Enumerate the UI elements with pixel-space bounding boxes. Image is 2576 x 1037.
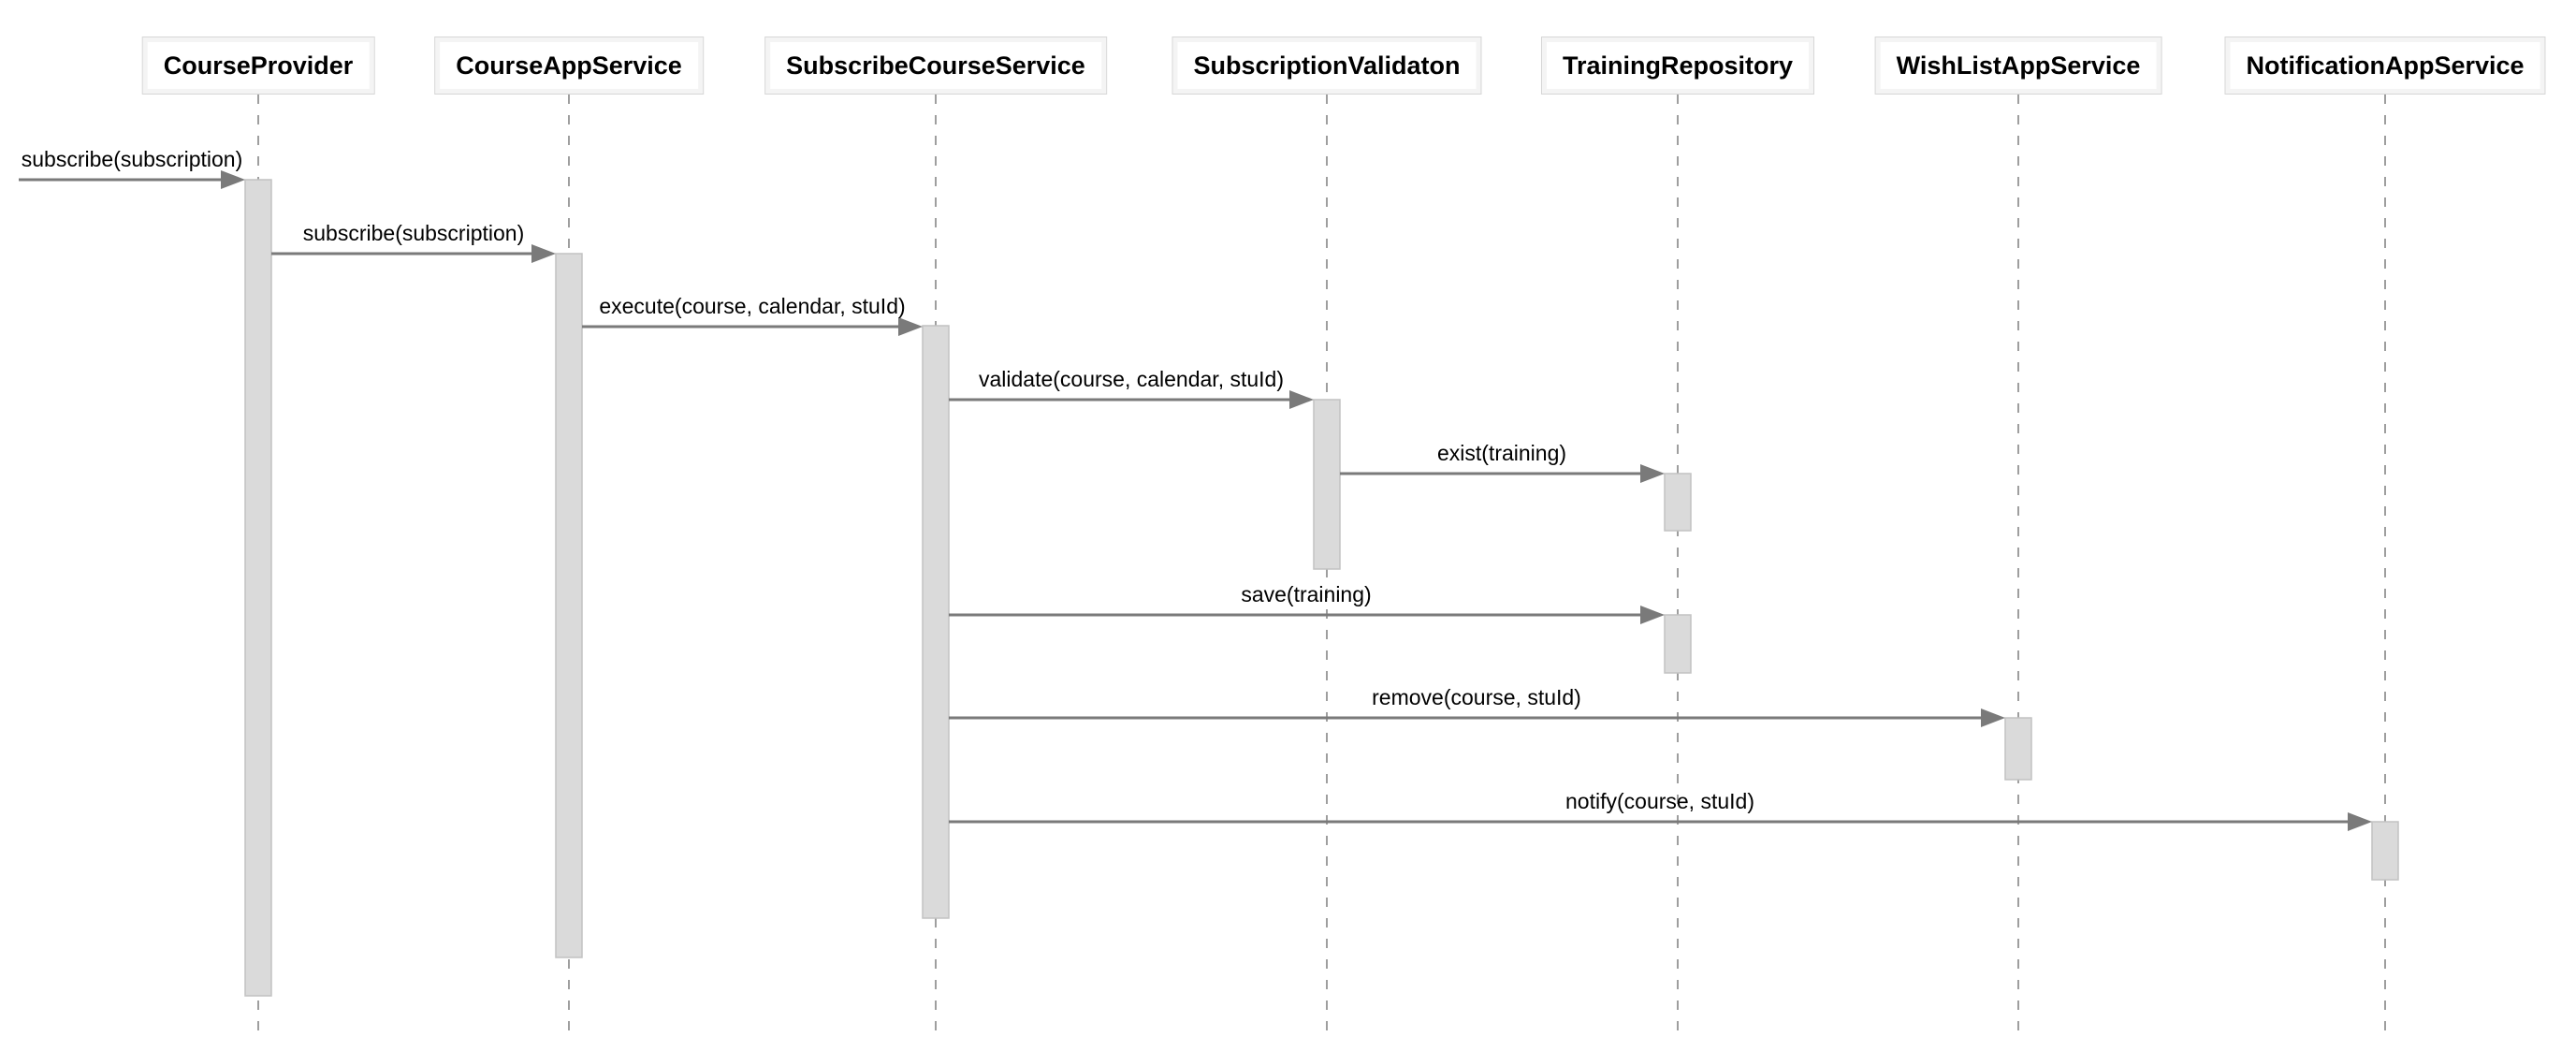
participant-label: SubscriptionValidaton — [1193, 51, 1461, 80]
participant-label: CourseProvider — [163, 51, 354, 80]
message-label-remove: remove(course, stuId) — [1372, 685, 1581, 709]
participant-wishlistappservice: WishListAppService — [1874, 37, 2162, 95]
activation-courseappservice — [555, 253, 583, 958]
message-arrow-4 — [949, 390, 1314, 409]
message-label-save: save(training) — [1241, 582, 1372, 606]
activation-notificationappservice — [2371, 821, 2399, 881]
arrowhead-icon — [221, 170, 245, 189]
activation-courseprovider — [244, 179, 272, 997]
activation-wishlistappservice — [2004, 717, 2032, 781]
participant-label: CourseAppService — [456, 51, 682, 80]
participant-courseappservice: CourseAppService — [434, 37, 704, 95]
activation-trainingrepository-2 — [1664, 614, 1692, 674]
message-arrow-1 — [19, 170, 245, 189]
participant-label: WishListAppService — [1896, 51, 2141, 80]
participant-trainingrepository: TrainingRepository — [1540, 37, 1815, 95]
activation-trainingrepository-1 — [1664, 473, 1692, 532]
message-arrow-8 — [949, 812, 2372, 831]
arrowhead-icon — [1981, 708, 2005, 727]
message-arrow-7 — [949, 708, 2005, 727]
message-label-execute: execute(course, calendar, stuId) — [599, 294, 906, 318]
arrowhead-icon — [531, 244, 556, 263]
arrowhead-icon — [1640, 464, 1665, 483]
arrowhead-icon — [1289, 390, 1314, 409]
arrowhead-icon — [2348, 812, 2372, 831]
participant-subscriptionvalidaton: SubscriptionValidaton — [1172, 37, 1482, 95]
participant-notificationappservice: NotificationAppService — [2224, 37, 2546, 95]
message-label-exist: exist(training) — [1436, 441, 1567, 465]
message-label-notify: notify(course, stuId) — [1565, 789, 1754, 813]
message-arrow-6 — [949, 606, 1665, 624]
message-arrow-2 — [271, 244, 556, 263]
participant-courseprovider: CourseProvider — [141, 37, 375, 95]
participant-subscribecourseservice: SubscribeCourseService — [764, 37, 1107, 95]
message-label-validate: validate(course, calendar, stuId) — [978, 367, 1285, 391]
message-arrow-5 — [1340, 464, 1665, 483]
activation-subscriptionvalidaton — [1313, 399, 1341, 570]
message-label-subscribe-2: subscribe(subscription) — [302, 221, 525, 245]
message-arrow-3 — [582, 317, 923, 336]
participant-label: NotificationAppService — [2246, 51, 2525, 80]
arrowhead-icon — [898, 317, 923, 336]
message-label-subscribe-1: subscribe(subscription) — [21, 147, 243, 171]
arrowhead-icon — [1640, 606, 1665, 624]
activation-subscribecourseservice — [922, 325, 950, 919]
participant-label: SubscribeCourseService — [786, 51, 1085, 80]
participant-label: TrainingRepository — [1562, 51, 1794, 80]
